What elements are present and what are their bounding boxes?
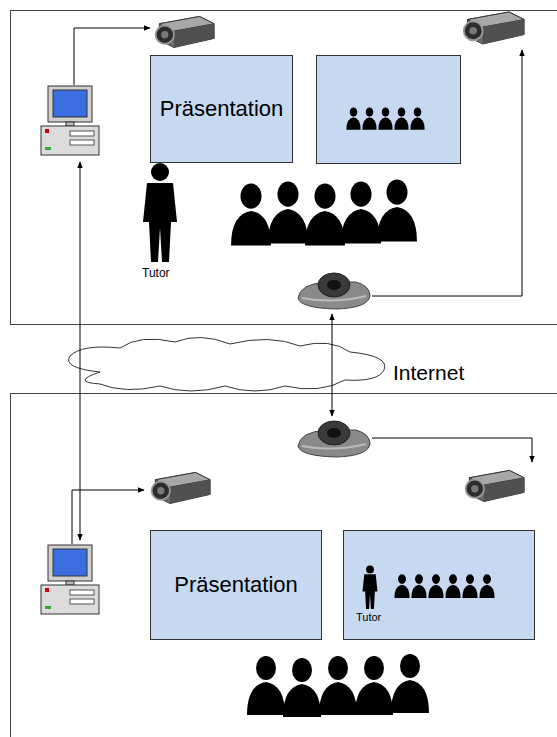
computer xyxy=(41,545,99,614)
projector xyxy=(466,470,525,501)
video-screen xyxy=(317,56,461,164)
audience xyxy=(231,180,417,246)
room-frame xyxy=(11,11,557,325)
node-text: Präsentation xyxy=(174,572,298,598)
audience xyxy=(247,654,429,717)
video-cable xyxy=(72,490,144,544)
presentation-screen: Präsentation xyxy=(150,55,293,163)
video-cable xyxy=(372,50,522,296)
network-link xyxy=(332,314,333,416)
computer xyxy=(41,86,99,155)
node-text: Präsentation xyxy=(160,96,284,122)
video-cable xyxy=(74,28,150,85)
video-cable xyxy=(372,438,532,462)
video-camera xyxy=(298,273,370,309)
projector xyxy=(464,12,524,44)
node-text: Tutor xyxy=(356,611,381,623)
projector xyxy=(156,16,215,47)
video-screen: Tutor xyxy=(343,530,535,640)
person-label: Tutor xyxy=(142,266,170,280)
remote-class-image xyxy=(344,531,536,641)
projector xyxy=(152,472,211,503)
tutor-figure xyxy=(143,163,177,262)
presentation-screen: Präsentation xyxy=(150,530,322,640)
internet-cloud xyxy=(69,337,385,391)
audience-on-screen xyxy=(346,108,424,130)
network-label: Internet xyxy=(393,361,464,385)
video-camera xyxy=(298,421,370,457)
room-frame xyxy=(11,394,557,737)
network-link xyxy=(80,162,81,540)
